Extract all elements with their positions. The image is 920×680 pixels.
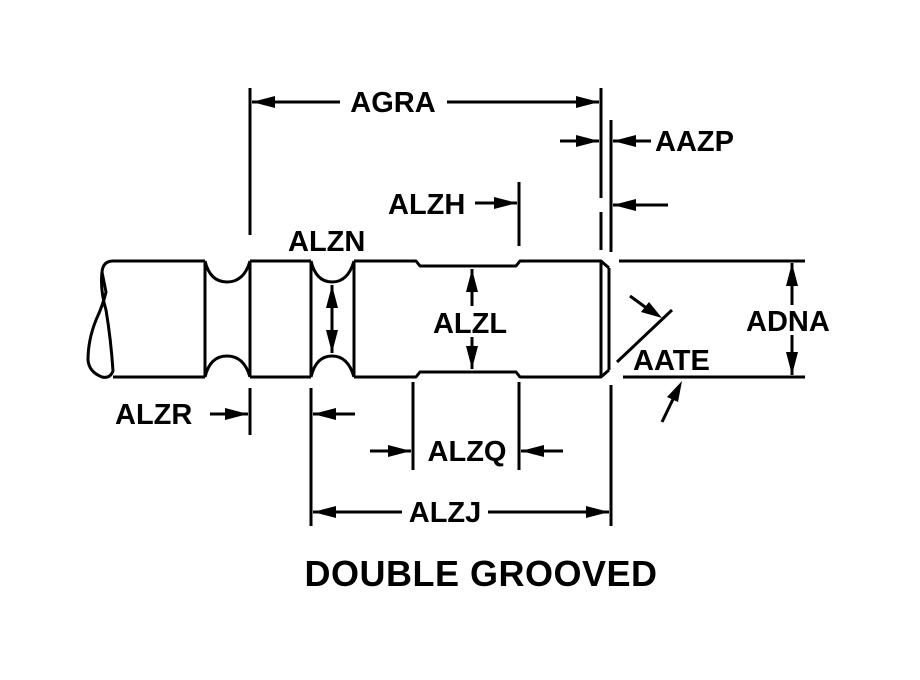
arrowhead [494, 197, 517, 209]
arrowhead [225, 408, 248, 420]
arrowhead [521, 445, 544, 457]
arrowhead [786, 352, 798, 375]
arrowhead [667, 381, 682, 402]
label-agra: AGRA [350, 87, 435, 119]
label-aazp: AAZP [655, 126, 734, 158]
dimension-aazp [560, 135, 668, 211]
dimension-alzj [313, 506, 609, 518]
label-alzl: ALZL [433, 308, 507, 340]
arrowhead [641, 302, 662, 318]
arrowhead [326, 330, 338, 353]
label-adna: ADNA [746, 306, 830, 338]
groove-1-bottom [203, 354, 252, 378]
arrowhead [786, 263, 798, 286]
arrowhead [388, 445, 411, 457]
groove-2-bottom [309, 354, 356, 378]
dimension-alzl [466, 269, 478, 369]
label-alzn: ALZN [288, 226, 365, 258]
label-alzr: ALZR [115, 399, 192, 431]
arrowhead [326, 285, 338, 308]
dimension-alzn [326, 285, 338, 353]
extension-lines [248, 88, 805, 526]
dimension-aate [629, 294, 682, 423]
arrowhead [613, 135, 636, 147]
dimension-adna [786, 263, 798, 375]
arrowhead [586, 506, 609, 518]
arrowhead [576, 135, 599, 147]
break-symbol [86, 259, 205, 379]
arrowhead [313, 506, 336, 518]
dimension-agra [252, 96, 599, 108]
body-bottom-edge [354, 368, 610, 379]
arrowhead [313, 408, 336, 420]
chamfer-angle-line [615, 308, 674, 364]
groove-1-top [203, 260, 252, 284]
label-aate: AATE [633, 345, 710, 377]
diagram-title: DOUBLE GROOVED [304, 553, 657, 594]
pin-outline [86, 259, 611, 379]
arrowhead [576, 96, 599, 108]
arrowhead [613, 199, 636, 211]
dimension-alzr [210, 408, 355, 420]
label-alzq: ALZQ [428, 436, 507, 468]
dimension-alzq [370, 445, 563, 457]
label-alzj: ALZJ [409, 497, 482, 529]
label-alzh: ALZH [388, 189, 465, 221]
arrowhead [252, 96, 275, 108]
arrowhead [466, 346, 478, 369]
groove-2-top [309, 260, 356, 284]
dimension-alzh [475, 197, 517, 209]
body-top-edge [354, 259, 610, 270]
arrowhead [466, 269, 478, 292]
